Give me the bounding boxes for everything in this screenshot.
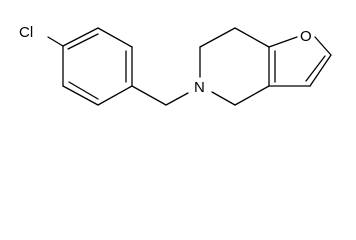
bond-ch2-n bbox=[165, 92, 189, 106]
bond-c2-c3 bbox=[309, 54, 332, 87]
chlorine-atom-label: Cl bbox=[19, 24, 33, 41]
bond-c7-c7a bbox=[234, 27, 270, 48]
oxygen-atom-label: O bbox=[300, 28, 312, 45]
bond-ring-5 bbox=[62, 85, 99, 106]
benzene-ring bbox=[47, 27, 133, 106]
bond-c7a-o bbox=[268, 36, 298, 48]
bond-c6-c7 bbox=[199, 27, 236, 48]
bond-ring-ch2 bbox=[131, 85, 167, 106]
furan-ring bbox=[268, 36, 332, 87]
bond-ring-1-inner bbox=[67, 33, 99, 50]
bond-o-c2 bbox=[314, 36, 332, 56]
bond-c4-n bbox=[211, 91, 236, 106]
nitrogen-atom-label: N bbox=[194, 79, 205, 96]
bond-c3a-c4 bbox=[234, 85, 270, 106]
bond-ring-1 bbox=[62, 27, 99, 47]
bond-ring-4 bbox=[97, 85, 133, 106]
bond-cl-c1 bbox=[47, 36, 64, 47]
piperidine-ring bbox=[199, 27, 270, 106]
benzyl-linker bbox=[131, 85, 189, 106]
bond-c2-c3-inner bbox=[305, 55, 326, 82]
bond-ring-5-inner bbox=[68, 81, 99, 100]
bond-ring-2 bbox=[97, 27, 133, 48]
chemical-structure-diagram: Cl N O bbox=[19, 24, 332, 106]
